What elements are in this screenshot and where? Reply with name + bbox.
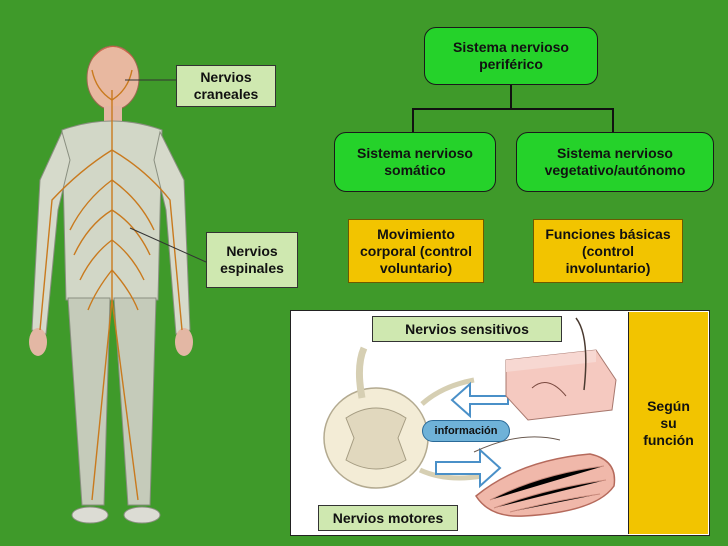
somatic-nervous-system-node: Sistema nervioso somático [334, 132, 496, 192]
involuntary-functions-node: Funciones básicas (control involuntario) [533, 219, 683, 283]
connector-line [412, 108, 414, 132]
peripheral-nervous-system-node: Sistema nervioso periférico [424, 27, 598, 85]
spinal-nerves-label: Nervios espinales [206, 232, 298, 288]
sensory-nerves-label: Nervios sensitivos [372, 316, 562, 342]
voluntary-movement-node: Movimiento corporal (control voluntario) [348, 219, 484, 283]
connector-line [412, 108, 614, 110]
autonomic-nervous-system-node: Sistema nervioso vegetativo/autónomo [516, 132, 714, 192]
information-pill: información [422, 420, 510, 442]
connector-line [612, 108, 614, 132]
by-function-label: Según su función [628, 312, 708, 534]
motor-nerves-label: Nervios motores [318, 505, 458, 531]
cranial-nerves-label: Nervios craneales [176, 65, 276, 107]
connector-line [510, 85, 512, 109]
